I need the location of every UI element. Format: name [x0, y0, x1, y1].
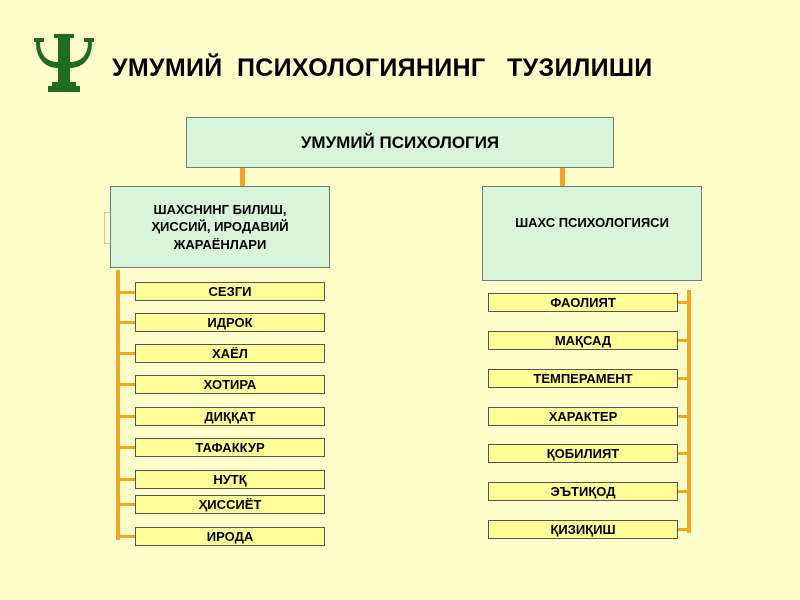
left-tick: [116, 291, 135, 294]
right-tick: [678, 452, 691, 455]
right-item: ХАРАКТЕР: [488, 407, 678, 426]
right-item: ҚИЗИҚИШ: [488, 520, 678, 539]
left-tick: [116, 446, 135, 449]
left-branch-heading: ШАХСНИНГ БИЛИШ, ҲИССИЙ, ИРОДАВИЙ ЖАРАЁНЛ…: [110, 186, 330, 268]
left-item: ИДРОК: [135, 313, 325, 332]
left-item: ҲИССИЁТ: [135, 495, 325, 514]
right-tick: [678, 301, 691, 304]
right-item: МАҚСАД: [488, 331, 678, 350]
right-item: ФАОЛИЯТ: [488, 293, 678, 312]
right-tick: [678, 377, 691, 380]
left-tick: [116, 415, 135, 418]
left-item: СЕЗГИ: [135, 282, 325, 301]
right-tick: [678, 339, 691, 342]
right-item: ҚОБИЛИЯТ: [488, 444, 678, 463]
left-tick: [116, 535, 135, 538]
root-node: УМУМИЙ ПСИХОЛОГИЯ: [186, 117, 614, 168]
left-item: ХОТИРА: [135, 375, 325, 394]
left-tick: [116, 383, 135, 386]
left-item: ТАФАККУР: [135, 438, 325, 457]
right-item: ТЕМПЕРАМЕНТ: [488, 369, 678, 388]
left-item: ИРОДА: [135, 527, 325, 546]
left-spine: [116, 270, 120, 540]
connector-root-left: [240, 168, 245, 186]
left-branch-heading-text: ШАХСНИНГ БИЛИШ, ҲИССИЙ, ИРОДАВИЙ ЖАРАЁНЛ…: [151, 201, 289, 252]
left-tick: [116, 321, 135, 324]
left-item: НУТҚ: [135, 470, 325, 489]
right-item: ЭЪТИҚОД: [488, 482, 678, 501]
decorative-bracket: [104, 212, 112, 244]
right-tick: [678, 528, 691, 531]
left-tick: [116, 352, 135, 355]
left-item: ДИҚҚАТ: [135, 407, 325, 426]
connector-root-right: [560, 168, 565, 186]
right-tick: [678, 415, 691, 418]
left-item: ХАЁЛ: [135, 344, 325, 363]
right-branch-heading: ШАХС ПСИХОЛОГИЯСИ: [482, 186, 702, 281]
right-tick: [678, 490, 691, 493]
page-title: УМУМИЙ ПСИХОЛОГИЯНИНГ ТУЗИЛИШИ: [112, 54, 653, 82]
left-tick: [116, 503, 135, 506]
right-branch-heading-text: ШАХС ПСИХОЛОГИЯСИ: [515, 215, 669, 230]
psi-symbol-icon: [34, 34, 94, 92]
right-spine: [687, 290, 691, 533]
left-tick: [116, 478, 135, 481]
